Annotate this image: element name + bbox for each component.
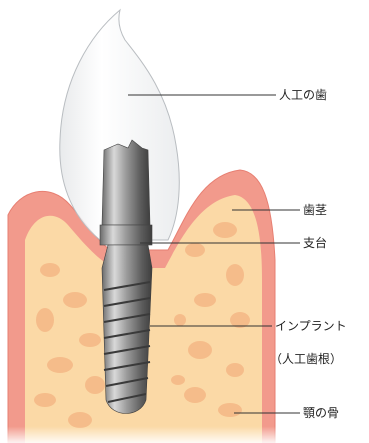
label-implant-sub: （人工歯根） — [270, 352, 342, 366]
abutment — [100, 140, 152, 245]
label-jawbone: 顎の骨 — [303, 406, 339, 420]
label-abutment: 支台 — [303, 236, 327, 250]
implant-screw — [102, 245, 152, 414]
label-implant: インプラント — [275, 319, 347, 333]
label-gum: 歯茎 — [303, 203, 327, 217]
label-artificial-tooth: 人工の歯 — [279, 88, 327, 102]
